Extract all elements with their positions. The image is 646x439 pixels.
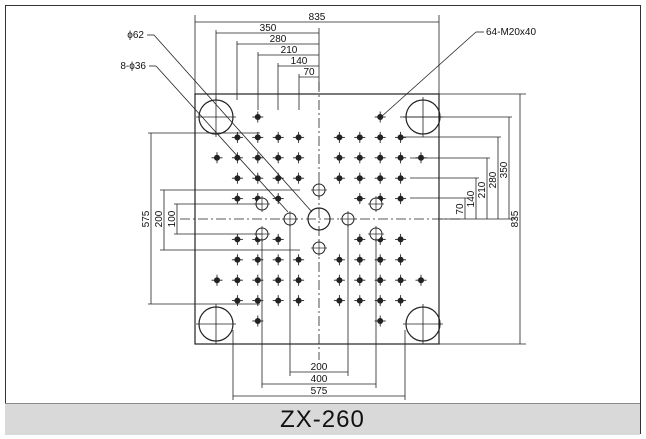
tapped-hole — [374, 295, 386, 307]
model-banner: ZX-260 — [5, 403, 640, 435]
model-label: ZX-260 — [280, 405, 365, 433]
tapped-hole — [272, 152, 284, 164]
leader-lines — [147, 31, 484, 213]
tapped-hole — [211, 152, 223, 164]
tapped-hole — [272, 233, 284, 245]
tapped-hole — [354, 254, 366, 266]
dim-left-575: 575 — [141, 210, 152, 227]
tapped-hole — [293, 254, 305, 266]
dim-bottom-575: 575 — [311, 386, 328, 397]
tapped-hole — [272, 295, 284, 307]
tapped-hole — [333, 274, 345, 286]
dim-left-200: 200 — [154, 210, 165, 227]
callout-center-hole: ϕ62 — [127, 30, 144, 41]
tapped-hole — [252, 152, 264, 164]
tapped-hole — [231, 254, 243, 266]
dim-right-210: 210 — [477, 181, 488, 198]
tapped-hole — [293, 274, 305, 286]
tapped-hole — [231, 131, 243, 143]
tapped-hole — [272, 193, 284, 205]
tapped-hole — [395, 233, 407, 245]
tie-bar-hole-lines — [196, 97, 443, 344]
tapped-hole — [374, 172, 386, 184]
side-hole — [368, 196, 384, 212]
side-hole — [368, 226, 384, 242]
tapped-hole — [252, 131, 264, 143]
tapped-hole — [293, 152, 305, 164]
dim-bottom-200: 200 — [311, 362, 328, 373]
side-hole — [311, 182, 327, 198]
dim-top-70: 70 — [303, 67, 315, 78]
tapped-hole — [333, 152, 345, 164]
tapped-hole — [354, 172, 366, 184]
tapped-hole — [354, 131, 366, 143]
tapped-hole — [395, 295, 407, 307]
tapped-hole — [395, 152, 407, 164]
tapped-hole — [293, 295, 305, 307]
tapped-hole — [293, 131, 305, 143]
dim-right-280: 280 — [488, 171, 499, 188]
tapped-hole — [395, 254, 407, 266]
tapped-hole — [252, 111, 264, 123]
tapped-hole — [272, 254, 284, 266]
tapped-hole — [395, 172, 407, 184]
dim-top-280: 280 — [270, 34, 287, 45]
tapped-hole — [333, 295, 345, 307]
dim-right-70: 70 — [455, 203, 466, 215]
tapped-hole — [252, 254, 264, 266]
right-dimensions — [400, 93, 526, 345]
bottom-dimensions — [232, 225, 406, 400]
left-dimensions — [148, 132, 300, 305]
tapped-hole — [374, 274, 386, 286]
tapped-hole — [272, 131, 284, 143]
dim-top-835: 835 — [309, 12, 326, 23]
tapped-hole — [252, 274, 264, 286]
tapped-hole — [231, 172, 243, 184]
tapped-hole — [272, 274, 284, 286]
dim-top-140: 140 — [291, 56, 308, 67]
side-hole — [282, 211, 298, 227]
dim-bottom-400: 400 — [311, 374, 328, 385]
tapped-hole — [252, 315, 264, 327]
tapped-hole — [374, 111, 386, 123]
tapped-hole — [395, 274, 407, 286]
tapped-hole — [231, 295, 243, 307]
tapped-hole-grid — [211, 111, 427, 327]
dim-top-210: 210 — [281, 45, 298, 56]
callout-side-holes: 8-ϕ36 — [120, 61, 146, 72]
tapped-hole — [333, 172, 345, 184]
tapped-hole — [354, 193, 366, 205]
tapped-hole — [354, 233, 366, 245]
tapped-hole — [231, 274, 243, 286]
tapped-hole — [211, 274, 223, 286]
center-hole — [307, 207, 331, 231]
tapped-hole — [231, 233, 243, 245]
tapped-hole — [293, 172, 305, 184]
dim-right-140: 140 — [466, 190, 477, 207]
tapped-hole — [374, 152, 386, 164]
tapped-hole — [374, 254, 386, 266]
tapped-hole — [333, 254, 345, 266]
tapped-hole — [231, 193, 243, 205]
dim-left-100: 100 — [167, 210, 178, 227]
tapped-hole — [415, 274, 427, 286]
top-dimensions — [194, 15, 440, 110]
tapped-hole — [395, 193, 407, 205]
tapped-hole — [374, 315, 386, 327]
dim-right-350: 350 — [499, 161, 510, 178]
tapped-hole — [231, 152, 243, 164]
side-hole — [311, 240, 327, 256]
tapped-hole — [354, 295, 366, 307]
tapped-hole — [354, 274, 366, 286]
dim-top-350: 350 — [260, 23, 277, 34]
callout-tapped-holes: 64-M20x40 — [486, 27, 536, 38]
dim-right-835: 835 — [510, 210, 521, 227]
side-hole — [340, 211, 356, 227]
center-lines — [180, 82, 460, 360]
tapped-hole — [333, 131, 345, 143]
tapped-hole — [374, 131, 386, 143]
tapped-hole — [354, 152, 366, 164]
